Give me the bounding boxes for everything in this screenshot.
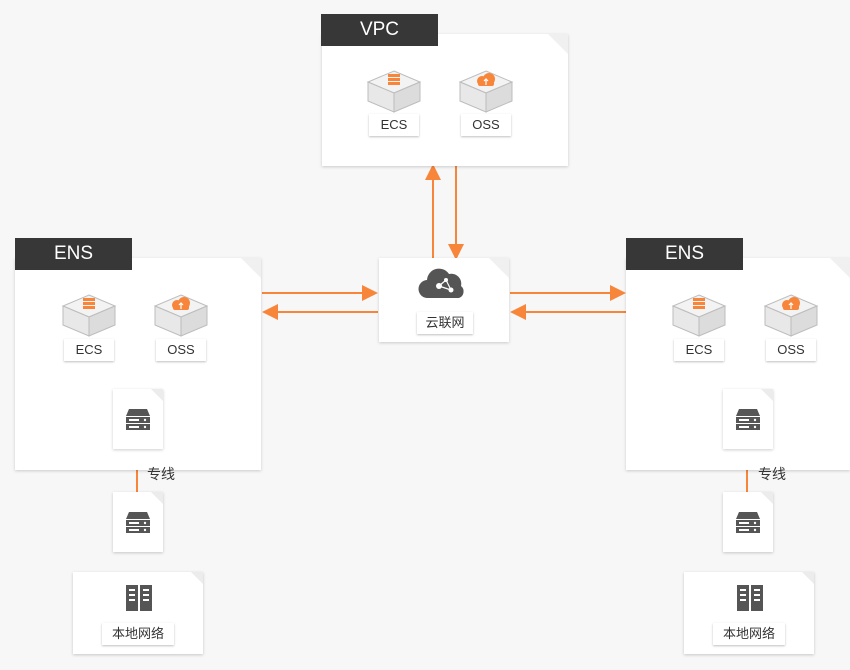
ens-left-oss-icon[interactable] — [152, 292, 210, 338]
ens-right-title-tab: ENS — [626, 238, 743, 270]
ens-left-oss-label: OSS — [156, 339, 206, 361]
ens-right-local-network-label: 本地网络 — [713, 623, 785, 645]
server-stack-icon — [61, 294, 117, 337]
building-icon — [125, 584, 153, 617]
ens-left-title-tab: ENS — [15, 238, 132, 270]
ens-right-local-server[interactable] — [723, 492, 773, 552]
ens-right-ecs-icon[interactable] — [670, 292, 728, 338]
server-stack-icon — [366, 70, 422, 113]
vpc-ecs-label: ECS — [369, 114, 419, 136]
ens-right-gateway-server[interactable] — [723, 389, 773, 449]
ens-left-local-network-label: 本地网络 — [102, 623, 174, 645]
building-icon — [736, 584, 764, 617]
vpc-oss-icon[interactable] — [457, 68, 515, 114]
cloud-storage-icon — [153, 294, 209, 337]
ens-left-local-server[interactable] — [113, 492, 163, 552]
server-icon — [736, 512, 760, 533]
server-stack-icon — [671, 294, 727, 337]
ens-right-ecs-label: ECS — [674, 339, 724, 361]
cloud-network-icon — [418, 264, 468, 307]
vpc-oss-label: OSS — [461, 114, 511, 136]
ens-left-ecs-icon[interactable] — [60, 292, 118, 338]
server-icon — [126, 512, 150, 533]
ens-left-ecs-label: ECS — [64, 339, 114, 361]
ens-left-dedicated-line-label: 专线 — [147, 466, 175, 482]
server-icon — [126, 409, 150, 430]
cloud-storage-icon — [458, 70, 514, 113]
ens-left-gateway-server[interactable] — [113, 389, 163, 449]
cloud-storage-icon — [763, 294, 819, 337]
ens-right-oss-label: OSS — [766, 339, 816, 361]
vpc-panel — [322, 34, 568, 166]
cloud-network-label: 云联网 — [417, 312, 473, 334]
vpc-ecs-icon[interactable] — [365, 68, 423, 114]
ens-right-dedicated-line-label: 专线 — [758, 466, 786, 482]
server-icon — [736, 409, 760, 430]
ens-right-oss-icon[interactable] — [762, 292, 820, 338]
vpc-title-tab: VPC — [321, 14, 438, 46]
